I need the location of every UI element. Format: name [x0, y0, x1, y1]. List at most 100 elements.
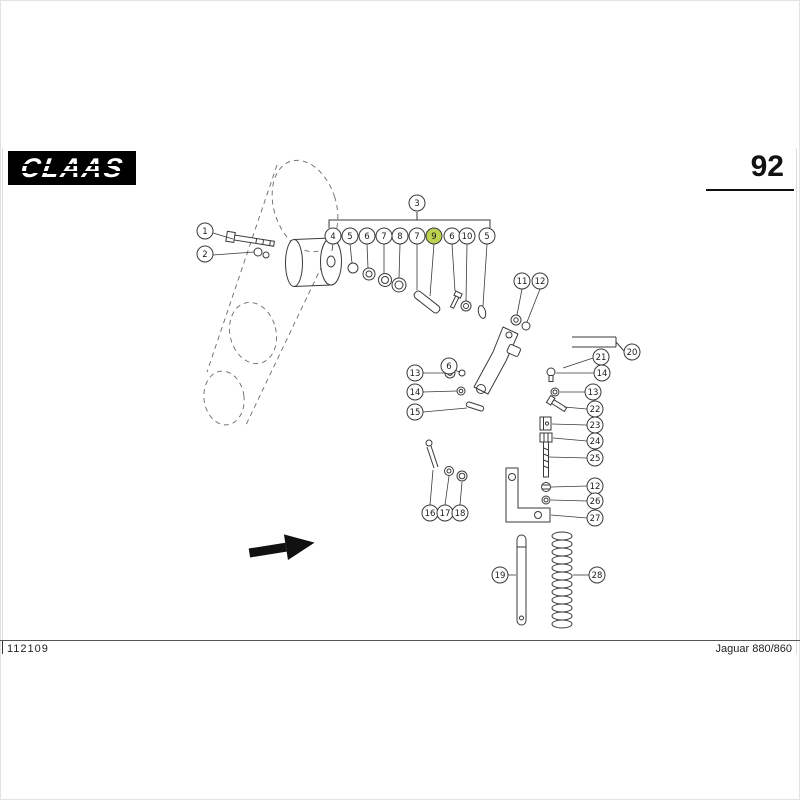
callout-5[interactable]: 5 [341, 227, 359, 245]
model-label: Jaguar 880/860 [715, 643, 792, 655]
svg-text:2: 2 [202, 250, 207, 260]
page-number: 92 [750, 150, 784, 183]
part-adjuster-nut [539, 432, 553, 443]
part-set-screw [449, 290, 463, 309]
svg-text:13: 13 [588, 388, 599, 398]
callout-13[interactable]: 13 [584, 383, 602, 401]
svg-text:17: 17 [440, 509, 451, 519]
svg-text:26: 26 [590, 497, 601, 507]
svg-text:14: 14 [597, 369, 608, 379]
callout-24[interactable]: 24 [586, 432, 604, 450]
leader-line [548, 456, 588, 459]
leader-line [331, 243, 334, 252]
callout-19[interactable]: 19 [491, 566, 509, 584]
svg-text:12: 12 [535, 277, 546, 287]
part-tension-lever [473, 326, 521, 395]
leader-line [451, 243, 456, 292]
callout-11[interactable]: 11 [513, 272, 531, 290]
callout-2[interactable]: 2 [196, 245, 214, 263]
leader-line [422, 407, 468, 413]
part-pivot-pin [413, 290, 441, 314]
leader-line [465, 243, 468, 302]
part-washer-small [456, 386, 466, 396]
callout-12[interactable]: 12 [586, 477, 604, 495]
callout-23[interactable]: 23 [586, 416, 604, 434]
callout-17[interactable]: 17 [436, 504, 454, 522]
leader-line [398, 243, 401, 279]
callout-13[interactable]: 13 [406, 364, 424, 382]
leader-line [526, 288, 541, 323]
callout-14[interactable]: 14 [593, 364, 611, 382]
svg-text:20: 20 [627, 348, 638, 358]
leader-line [550, 514, 588, 519]
callout-7[interactable]: 7 [375, 227, 393, 245]
callout-28[interactable]: 28 [588, 566, 606, 584]
footer-rule [0, 640, 800, 641]
callout-4[interactable]: 4 [324, 227, 342, 245]
svg-text:6: 6 [449, 232, 454, 242]
svg-text:10: 10 [462, 232, 473, 242]
svg-text:14: 14 [410, 388, 421, 398]
svg-text:21: 21 [596, 353, 607, 363]
direction-arrow [248, 534, 315, 561]
belt-outline [203, 159, 339, 428]
leader-line [349, 243, 353, 264]
leader-line [562, 357, 594, 369]
part-small-rings [444, 466, 468, 482]
svg-text:24: 24 [590, 437, 601, 447]
callout-16[interactable]: 16 [421, 504, 439, 522]
callout-7[interactable]: 7 [408, 227, 426, 245]
svg-text:25: 25 [590, 454, 601, 464]
callout-1[interactable]: 1 [196, 222, 214, 240]
svg-text:16: 16 [425, 509, 436, 519]
callout-6[interactable]: 6 [443, 227, 461, 245]
leader-line [482, 243, 488, 307]
leader-line [429, 243, 435, 297]
callout-12[interactable]: 12 [531, 272, 549, 290]
callout-26[interactable]: 26 [586, 492, 604, 510]
part-pivot-washers [510, 314, 531, 331]
callout-18[interactable]: 18 [451, 504, 469, 522]
svg-text:12: 12 [590, 482, 601, 492]
callout-15[interactable]: 15 [406, 403, 424, 421]
callout-25[interactable]: 25 [586, 449, 604, 467]
part-lock-nut [541, 482, 551, 492]
callout-20[interactable]: 20 [623, 343, 641, 361]
part-o-ring [477, 305, 487, 319]
callout-3[interactable]: 3 [408, 194, 426, 212]
callout-6[interactable]: 6 [440, 357, 458, 375]
svg-text:3: 3 [414, 199, 419, 209]
svg-text:27: 27 [590, 514, 601, 524]
part-pull-rod [516, 534, 527, 626]
group-bracket-20 [572, 336, 625, 352]
callout-14[interactable]: 14 [406, 383, 424, 401]
leader-line [563, 406, 588, 410]
leader-line [550, 499, 588, 502]
svg-text:23: 23 [590, 421, 601, 431]
callout-22[interactable]: 22 [586, 400, 604, 418]
leader-line [550, 485, 588, 488]
part-washer-26 [541, 495, 551, 505]
svg-text:22: 22 [590, 405, 601, 415]
callout-6[interactable]: 6 [358, 227, 376, 245]
leader-line [459, 481, 463, 506]
svg-text:6: 6 [446, 362, 451, 372]
leader-line [551, 423, 588, 426]
svg-text:1: 1 [202, 227, 207, 237]
callout-21[interactable]: 21 [592, 348, 610, 366]
svg-text:7: 7 [381, 232, 386, 242]
callout-5[interactable]: 5 [478, 227, 496, 245]
part-spacer-rings [347, 262, 407, 293]
svg-text:19: 19 [495, 571, 506, 581]
callout-27[interactable]: 27 [586, 509, 604, 527]
callout-10[interactable]: 10 [458, 227, 476, 245]
page-edge-right [796, 148, 797, 654]
svg-text:15: 15 [410, 408, 421, 418]
callout-9[interactable]: 9 [425, 227, 443, 245]
part-clevis [539, 416, 552, 431]
callout-8[interactable]: 8 [391, 227, 409, 245]
svg-text:5: 5 [347, 232, 352, 242]
svg-text:7: 7 [414, 232, 419, 242]
